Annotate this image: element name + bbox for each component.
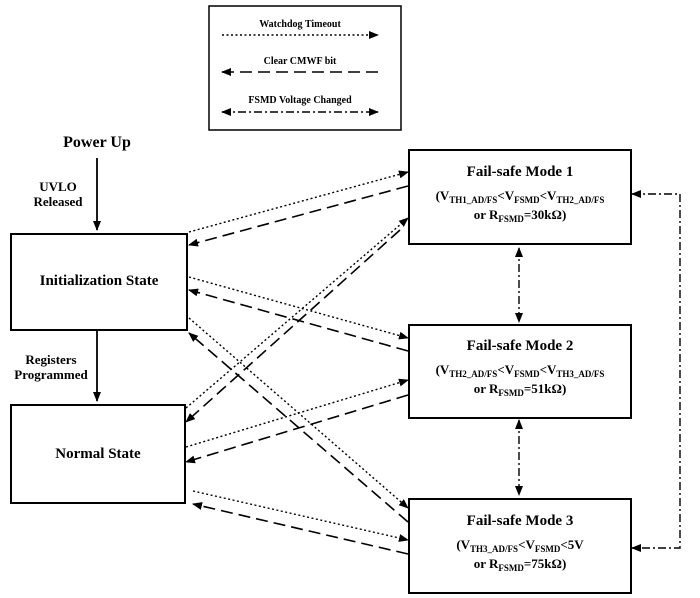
legend-box	[208, 5, 402, 131]
normal-state-box: Normal State	[10, 404, 186, 504]
fail-safe-mode-2-condition: (VTH2_AD/FS<VFSMD<VTH3_AD/FS	[435, 362, 605, 379]
arrow-fs1-to-init-clear	[188, 185, 409, 247]
legend-label-clear-cmwf: Clear CMWF bit	[263, 56, 337, 67]
arrow-normal-to-fs3-watchdog	[192, 490, 409, 542]
registers-line1: Registers	[25, 352, 77, 367]
arrow-init-to-fs1-watchdog	[188, 170, 409, 233]
fail-safe-mode-3-box: Fail-safe Mode 3 (VTH3_AD/FS<VFSMD<5V or…	[408, 498, 632, 594]
fail-safe-mode-2-resistance: or RFSMD=51kΩ)	[473, 381, 567, 398]
arrow-fs1-fs3-voltage	[631, 190, 681, 552]
fail-safe-mode-1-resistance: or RFSMD=30kΩ)	[473, 207, 567, 224]
arrow-fs2-to-normal-clear	[185, 394, 409, 464]
fail-safe-mode-3-condition: (VTH3_AD/FS<VFSMD<5V	[456, 537, 584, 554]
normal-state-title: Normal State	[55, 446, 141, 462]
legend-label-watchdog: Watchdog Timeout	[259, 19, 341, 30]
uvlo-line2: Released	[33, 193, 83, 209]
fail-safe-mode-1-title: Fail-safe Mode 1	[466, 164, 574, 180]
arrow-normal-to-fs1-watchdog	[185, 217, 409, 409]
arrow-init-to-fs2-watchdog	[188, 276, 409, 340]
initialization-state-box: Initialization State	[10, 233, 188, 331]
fail-safe-mode-3-title: Fail-safe Mode 3	[466, 513, 574, 529]
registers-programmed-label: Registers Programmed	[10, 352, 92, 383]
registers-line2: Programmed	[14, 366, 88, 382]
arrow-fs1-to-normal-clear	[185, 229, 401, 423]
uvlo-released-label: UVLO Released	[28, 179, 88, 210]
fail-safe-mode-3-resistance: or RFSMD=75kΩ)	[473, 556, 567, 573]
fail-safe-mode-2-box: Fail-safe Mode 2 (VTH2_AD/FS<VFSMD<VTH3_…	[408, 324, 632, 419]
arrow-fs3-to-normal-clear	[192, 502, 409, 555]
initialization-state-title: Initialization State	[39, 273, 159, 289]
arrow-normal-to-fs2-watchdog	[185, 378, 409, 448]
uvlo-line1: UVLO	[39, 179, 77, 194]
fail-safe-mode-1-condition: (VTH1_AD/FS<VFSMD<VTH2_AD/FS	[435, 188, 605, 205]
legend-label-fsmd-voltage: FSMD Voltage Changed	[248, 95, 352, 106]
fail-safe-mode-1-box: Fail-safe Mode 1 (VTH1_AD/FS<VFSMD<VTH2_…	[408, 149, 632, 245]
power-up-label: Power Up	[63, 134, 131, 151]
fail-safe-mode-2-title: Fail-safe Mode 2	[466, 338, 574, 354]
